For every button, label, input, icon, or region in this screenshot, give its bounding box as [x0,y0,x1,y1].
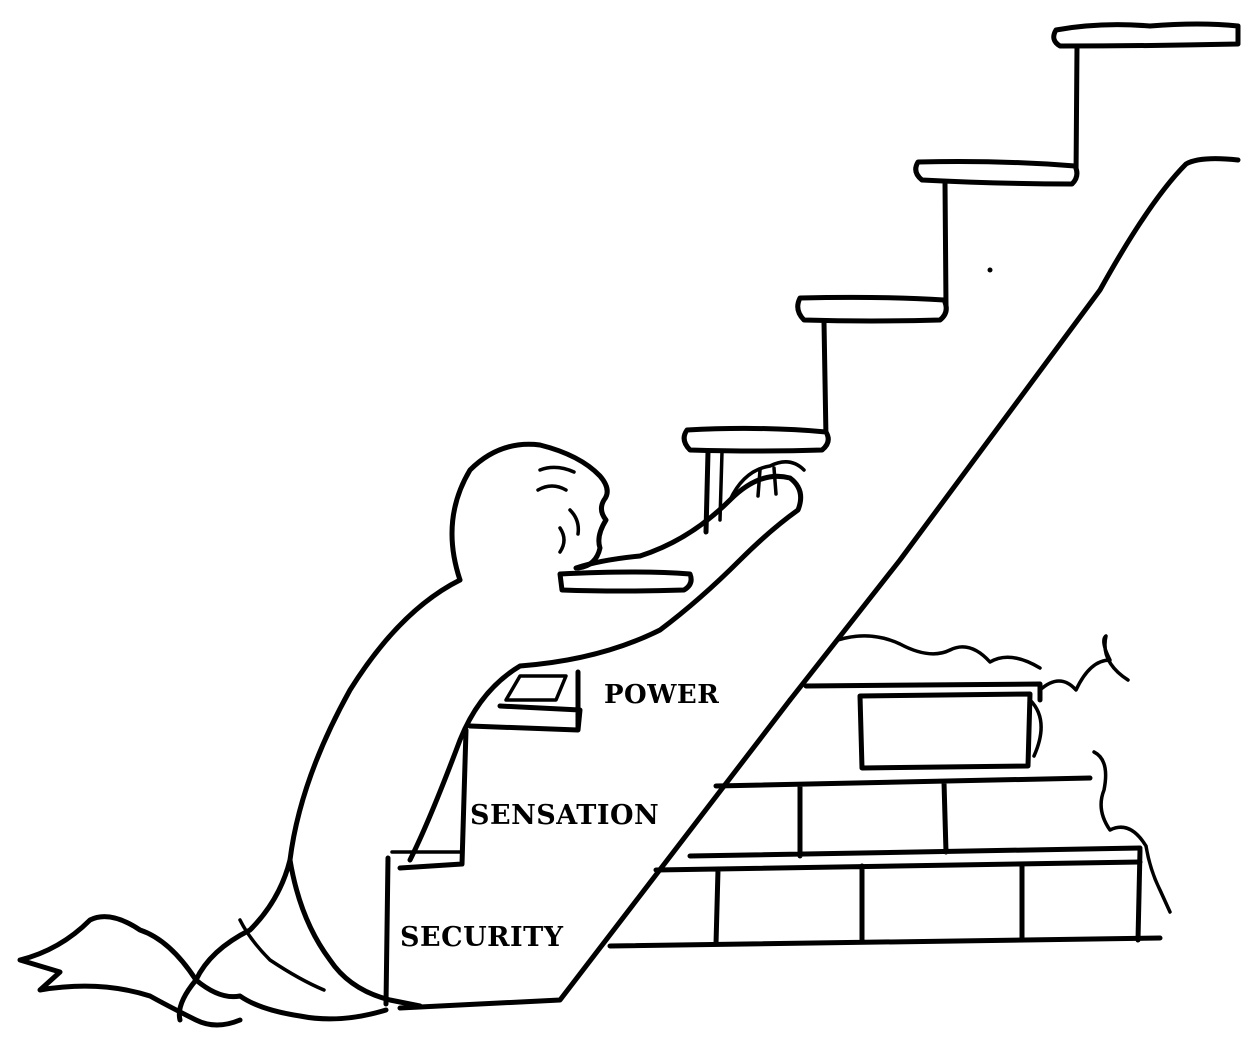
upper-staircase [560,24,1238,591]
top-landing-tread [1054,24,1238,46]
ink-dot [988,268,993,273]
figure-head [452,444,607,580]
riser-3 [945,182,946,306]
labeled-steps [386,672,580,1004]
brick-row-3 [610,862,1160,946]
stringer-upper-edge [790,159,1238,700]
stair-tread-4 [916,162,1077,185]
riser-2 [824,322,826,438]
upper-riser [1076,46,1077,178]
brick-right-edge [1138,850,1140,940]
power-step-detail [506,676,566,700]
step-label-power: POWER [604,680,719,710]
stair-tread-2 [684,428,828,451]
stair-stringer [400,159,1238,1008]
security-step-outline [386,858,388,1004]
step-label-sensation: SENSATION [470,800,659,831]
step-label-security: SECURITY [400,922,564,953]
stair-tread-3 [798,297,947,321]
figure-face [538,467,578,552]
figure-back-and-leg [179,580,460,1020]
stair-tread-1 [560,572,691,591]
brick-row-1 [860,694,1030,768]
vines [838,636,1170,912]
brick-row-2 [690,778,1140,856]
